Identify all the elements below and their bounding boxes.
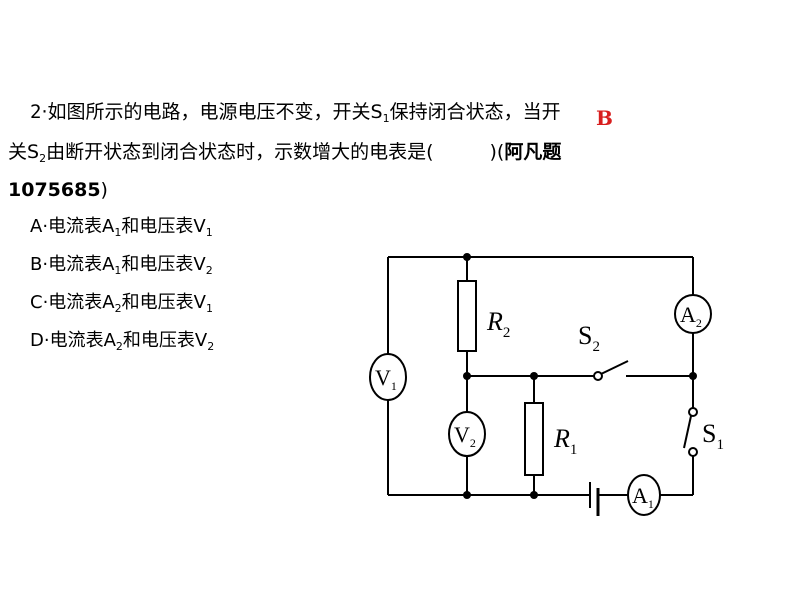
option-b[interactable]: B·电流表A1和电压表V2 xyxy=(30,254,213,277)
label-s1: S1 xyxy=(702,419,724,453)
question-line-2: 关S2由断开状态到闭合状态时，示数增大的电表是()(阿凡题 xyxy=(8,141,562,165)
label-s2: S2 xyxy=(578,321,600,355)
question-line-1: 2·如图所示的电路，电源电压不变，开关S1保持闭合状态，当开 xyxy=(30,101,561,125)
resistor-r1 xyxy=(524,402,544,476)
junction-mid-right xyxy=(689,372,697,380)
junction-bottom-r1 xyxy=(530,491,538,499)
label-r1: R1 xyxy=(553,424,577,458)
voltmeter-v1 xyxy=(369,353,407,401)
option-c[interactable]: C·电流表A2和电压表V1 xyxy=(30,292,213,315)
option-a[interactable]: A·电流表A1和电压表V1 xyxy=(30,216,213,239)
label-a2: A2 xyxy=(680,302,702,330)
junction-mid-left xyxy=(463,372,471,380)
source-id: 1075685 xyxy=(8,179,101,201)
label-a1: A1 xyxy=(632,483,654,511)
ammeter-a1 xyxy=(627,474,661,516)
source-name: 阿凡题 xyxy=(504,141,562,163)
switch-s1 xyxy=(683,415,692,449)
label-v2: V2 xyxy=(454,422,476,450)
answer-mark: B xyxy=(596,106,613,130)
junction-top xyxy=(463,253,471,261)
option-d[interactable]: D·电流表A2和电压表V2 xyxy=(30,330,215,353)
label-v1: V1 xyxy=(375,365,397,393)
label-r2: R2 xyxy=(486,307,510,341)
question-number: 2 xyxy=(30,101,42,123)
junction-bottom-left xyxy=(463,491,471,499)
question-line-3: 1075685) xyxy=(8,179,108,201)
ammeter-a2 xyxy=(674,294,712,334)
resistor-r2 xyxy=(457,280,477,352)
switch-s2 xyxy=(600,360,629,375)
junction-mid-r1 xyxy=(530,372,538,380)
